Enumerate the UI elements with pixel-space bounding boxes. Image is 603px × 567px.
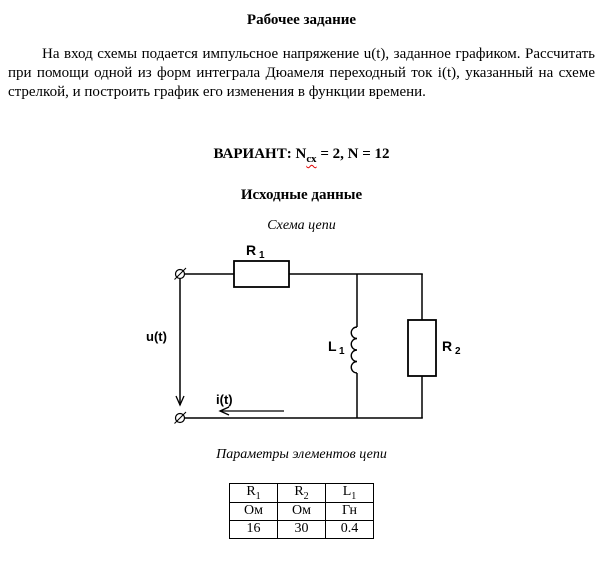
variant-heading: ВАРИАНТ: Nсх = 2, N = 12: [8, 146, 595, 165]
terminal-top-slash-icon: [173, 267, 186, 281]
circuit-svg: R 1 L 1 R 2 u(t) i(t): [146, 242, 461, 425]
value-cell-r1: 16: [229, 519, 278, 539]
header-r2-sub: 2: [303, 490, 309, 502]
label-i-t: i(t): [216, 392, 233, 407]
resistor-r2-body: [406, 319, 437, 378]
label-u-t: u(t): [146, 329, 167, 344]
header-l1-base: L: [342, 484, 352, 500]
circuit-diagram: R 1 L 1 R 2 u(t) i(t): [8, 234, 595, 439]
header-r1-sub: 1: [255, 490, 261, 502]
variant-rest: = 2, N = 12: [316, 146, 390, 163]
header-cell-r1: R1: [229, 483, 278, 503]
label-l1-sub: 1: [339, 346, 345, 357]
unit-cell-r1: Ом: [229, 501, 278, 521]
label-r1-sub: 1: [259, 250, 265, 261]
voltage-arrow-icon: [174, 395, 185, 407]
parameters-table: R1 R2 L1 Ом Ом Гн 16 30 0.4: [229, 483, 374, 539]
label-r1: R: [246, 242, 256, 258]
inductor-l1-coil: [350, 326, 357, 374]
page-title: Рабочее задание: [246, 12, 357, 28]
terminal-bottom-slash-icon: [173, 411, 186, 425]
header-cell-l1: L1: [325, 483, 374, 503]
label-r2-sub: 2: [455, 346, 461, 357]
header-r2-base: R: [294, 484, 304, 500]
header-l1-sub: 1: [351, 490, 357, 502]
header-r1-base: R: [246, 484, 256, 500]
current-arrow-head-icon: [217, 406, 229, 416]
task-paragraph: На вход схемы подается импульсное напряж…: [8, 46, 595, 101]
variant-prefix: ВАРИАНТ: N: [213, 146, 307, 163]
variant-subscript: сх: [306, 153, 317, 166]
value-cell-l1: 0.4: [325, 519, 374, 539]
header-cell-r2: R2: [277, 483, 326, 503]
value-cell-r2: 30: [277, 519, 326, 539]
section-heading: Исходные данные: [240, 187, 363, 204]
label-r2: R: [442, 338, 452, 354]
table-units-row: Ом Ом Гн: [229, 501, 374, 521]
resistor-r1-body: [232, 260, 290, 289]
table-header-row: R1 R2 L1: [229, 483, 374, 503]
unit-cell-l1: Гн: [325, 501, 374, 521]
label-l1: L: [328, 338, 337, 354]
table-values-row: 16 30 0.4: [229, 519, 374, 539]
unit-cell-r2: Ом: [277, 501, 326, 521]
schema-caption: Схема цепи: [267, 218, 336, 234]
params-caption: Параметры элементов цепи: [216, 447, 387, 463]
